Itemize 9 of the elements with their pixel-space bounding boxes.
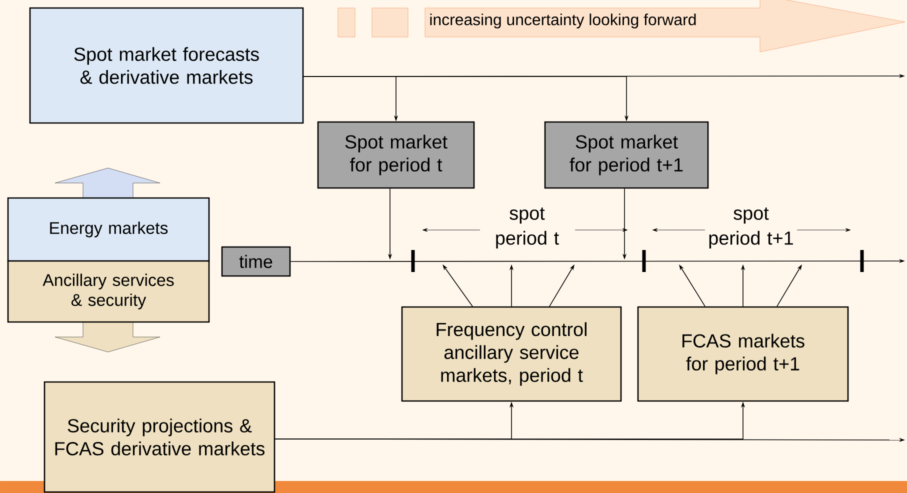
time-box: time [221,246,291,277]
spot-market-box: Spot market for period t [317,121,475,189]
fcas-market-box: FCAS markets for period t+1 [637,306,849,402]
period-label: spot period t [496,207,559,249]
security-projection-box: Security projections & FCAS derivative markets [44,381,276,493]
fcas-market-box: Frequency control ancillary service markets, period t [401,306,622,402]
period-label: spot period t+1 [709,207,793,249]
forecast-box: Spot market forecasts & derivative markets [29,7,304,124]
spot-market-box: Spot market for period t+1 [544,121,709,189]
